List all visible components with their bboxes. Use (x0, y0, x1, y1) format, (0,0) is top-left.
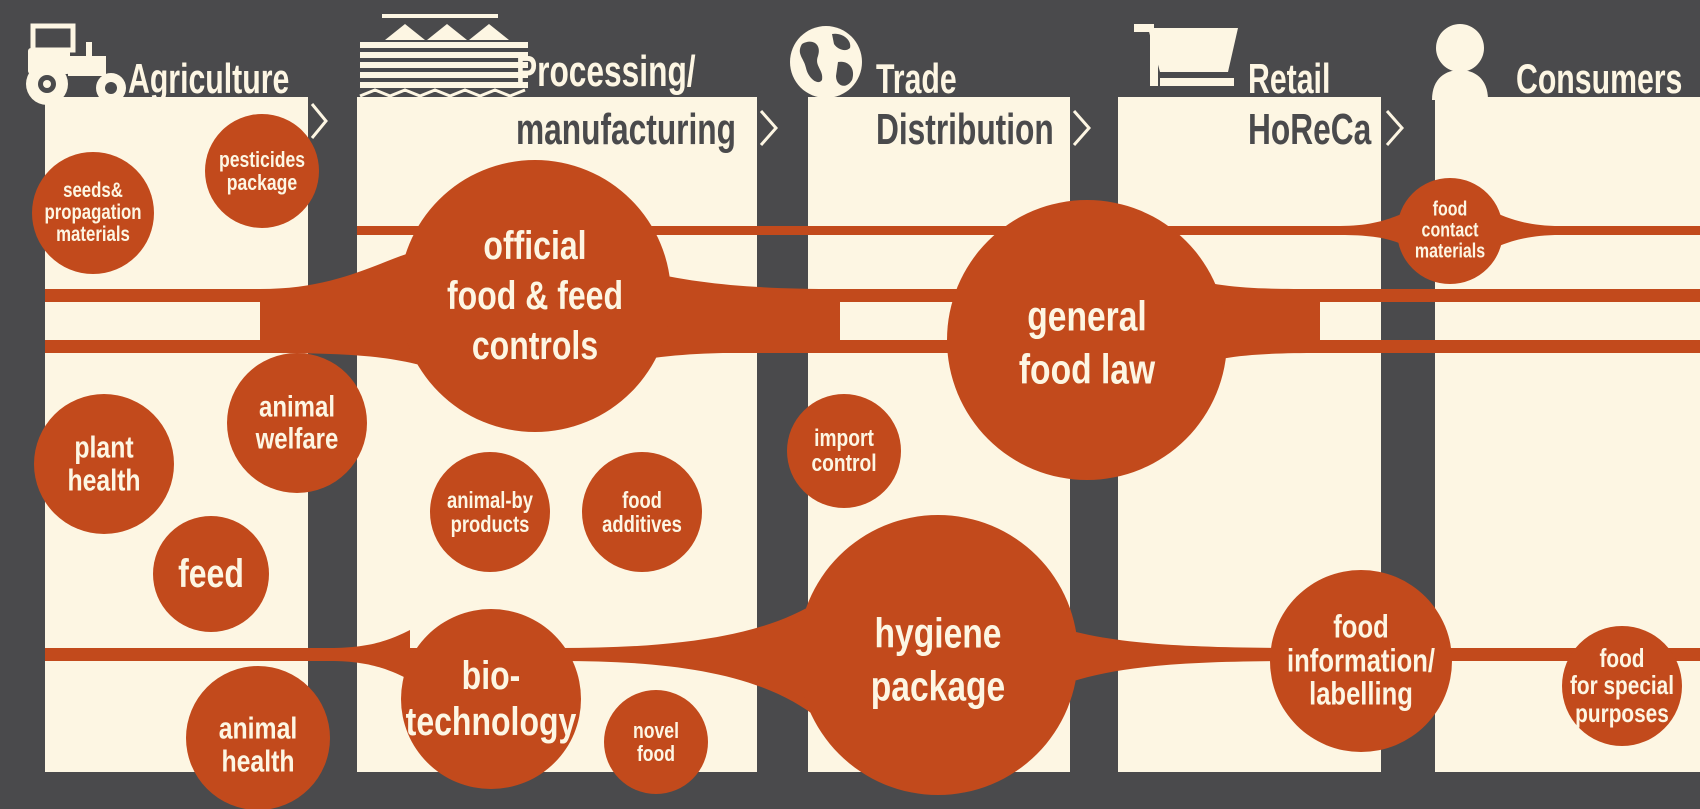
bubble-animal-welfare-circle (227, 353, 367, 493)
bubble-biotechnology-circle (401, 609, 581, 789)
bubble-plant-health-circle (34, 394, 174, 534)
chevron-agriculture (310, 103, 328, 139)
bubble-novel-food-circle (604, 690, 708, 794)
stage-label-trade: Trade (876, 55, 957, 102)
bubble-seeds-circle (32, 152, 154, 274)
bubble-pesticides: pesticides package (218, 146, 306, 195)
bubble-general-food-law: general food law (1018, 292, 1156, 393)
bubble-animal-by-products-circle (430, 452, 550, 572)
bubble-hygiene-package-circle (798, 515, 1078, 795)
bubble-food-additives: food additives (602, 486, 682, 537)
bubble-import-control: import control (811, 424, 877, 477)
bubble-feed-circle (153, 516, 269, 632)
silo-icon (359, 14, 528, 98)
stage-sublabel-retail: HoReCa (1248, 105, 1372, 154)
bubble-animal-health: animal health (218, 710, 298, 778)
chevron-trade (1072, 110, 1092, 146)
person-icon (1432, 24, 1488, 100)
bubble-official-controls: official food & feed controls (447, 224, 623, 368)
bubble-animal-welfare: animal welfare (255, 390, 339, 455)
chevron-processing (759, 110, 779, 146)
bubble-food-contact-circle (1397, 178, 1503, 284)
flare-hygiene-right (1000, 600, 1300, 720)
bubble-import-control-circle (787, 394, 901, 508)
bubble-pesticides-circle (205, 114, 319, 228)
stage-label-processing: Processing/ (516, 47, 696, 96)
bubble-seeds: seeds& propagation materials (44, 178, 142, 247)
bubble-feed: feed (178, 552, 244, 596)
bubble-general-food-law-circle (947, 200, 1227, 480)
bubble-official-controls-circle (399, 160, 671, 432)
stage-label-agriculture: Agriculture (128, 55, 290, 102)
flare-bio-left (330, 630, 410, 680)
stage-label-consumers: Consumers (1516, 55, 1683, 102)
bubble-animal-by-products: animal-by products (447, 486, 533, 537)
bubble-food-special-purposes-circle (1562, 626, 1682, 746)
chevron-retail (1385, 110, 1405, 146)
flare-hygiene-left (560, 600, 820, 720)
bubble-hygiene-package: hygiene package (870, 609, 1006, 710)
bubble-food-contact: food contact materials (1414, 198, 1486, 263)
bubble-food-information-circle (1270, 570, 1452, 752)
bubble-animal-health-circle (186, 666, 330, 809)
stage-sublabel-trade: Distribution (876, 105, 1054, 154)
bubble-food-special-purposes: food for special purposes (1569, 643, 1675, 728)
globe-icon (790, 26, 862, 98)
stage-sublabel-processing: manufacturing (516, 105, 737, 154)
bubble-novel-food: novel food (633, 717, 679, 766)
bubble-plant-health: plant health (67, 429, 141, 497)
stage-label-retail: Retail (1248, 55, 1331, 102)
flare-official-right (640, 270, 840, 360)
cart-icon (1134, 24, 1238, 86)
flare-official-left (260, 250, 420, 365)
bubble-food-additives-circle (582, 452, 702, 572)
bubble-biotechnology: bio- technology (405, 654, 577, 744)
tractor-icon (26, 23, 126, 105)
bubble-food-information: food information/ labelling (1287, 608, 1435, 712)
